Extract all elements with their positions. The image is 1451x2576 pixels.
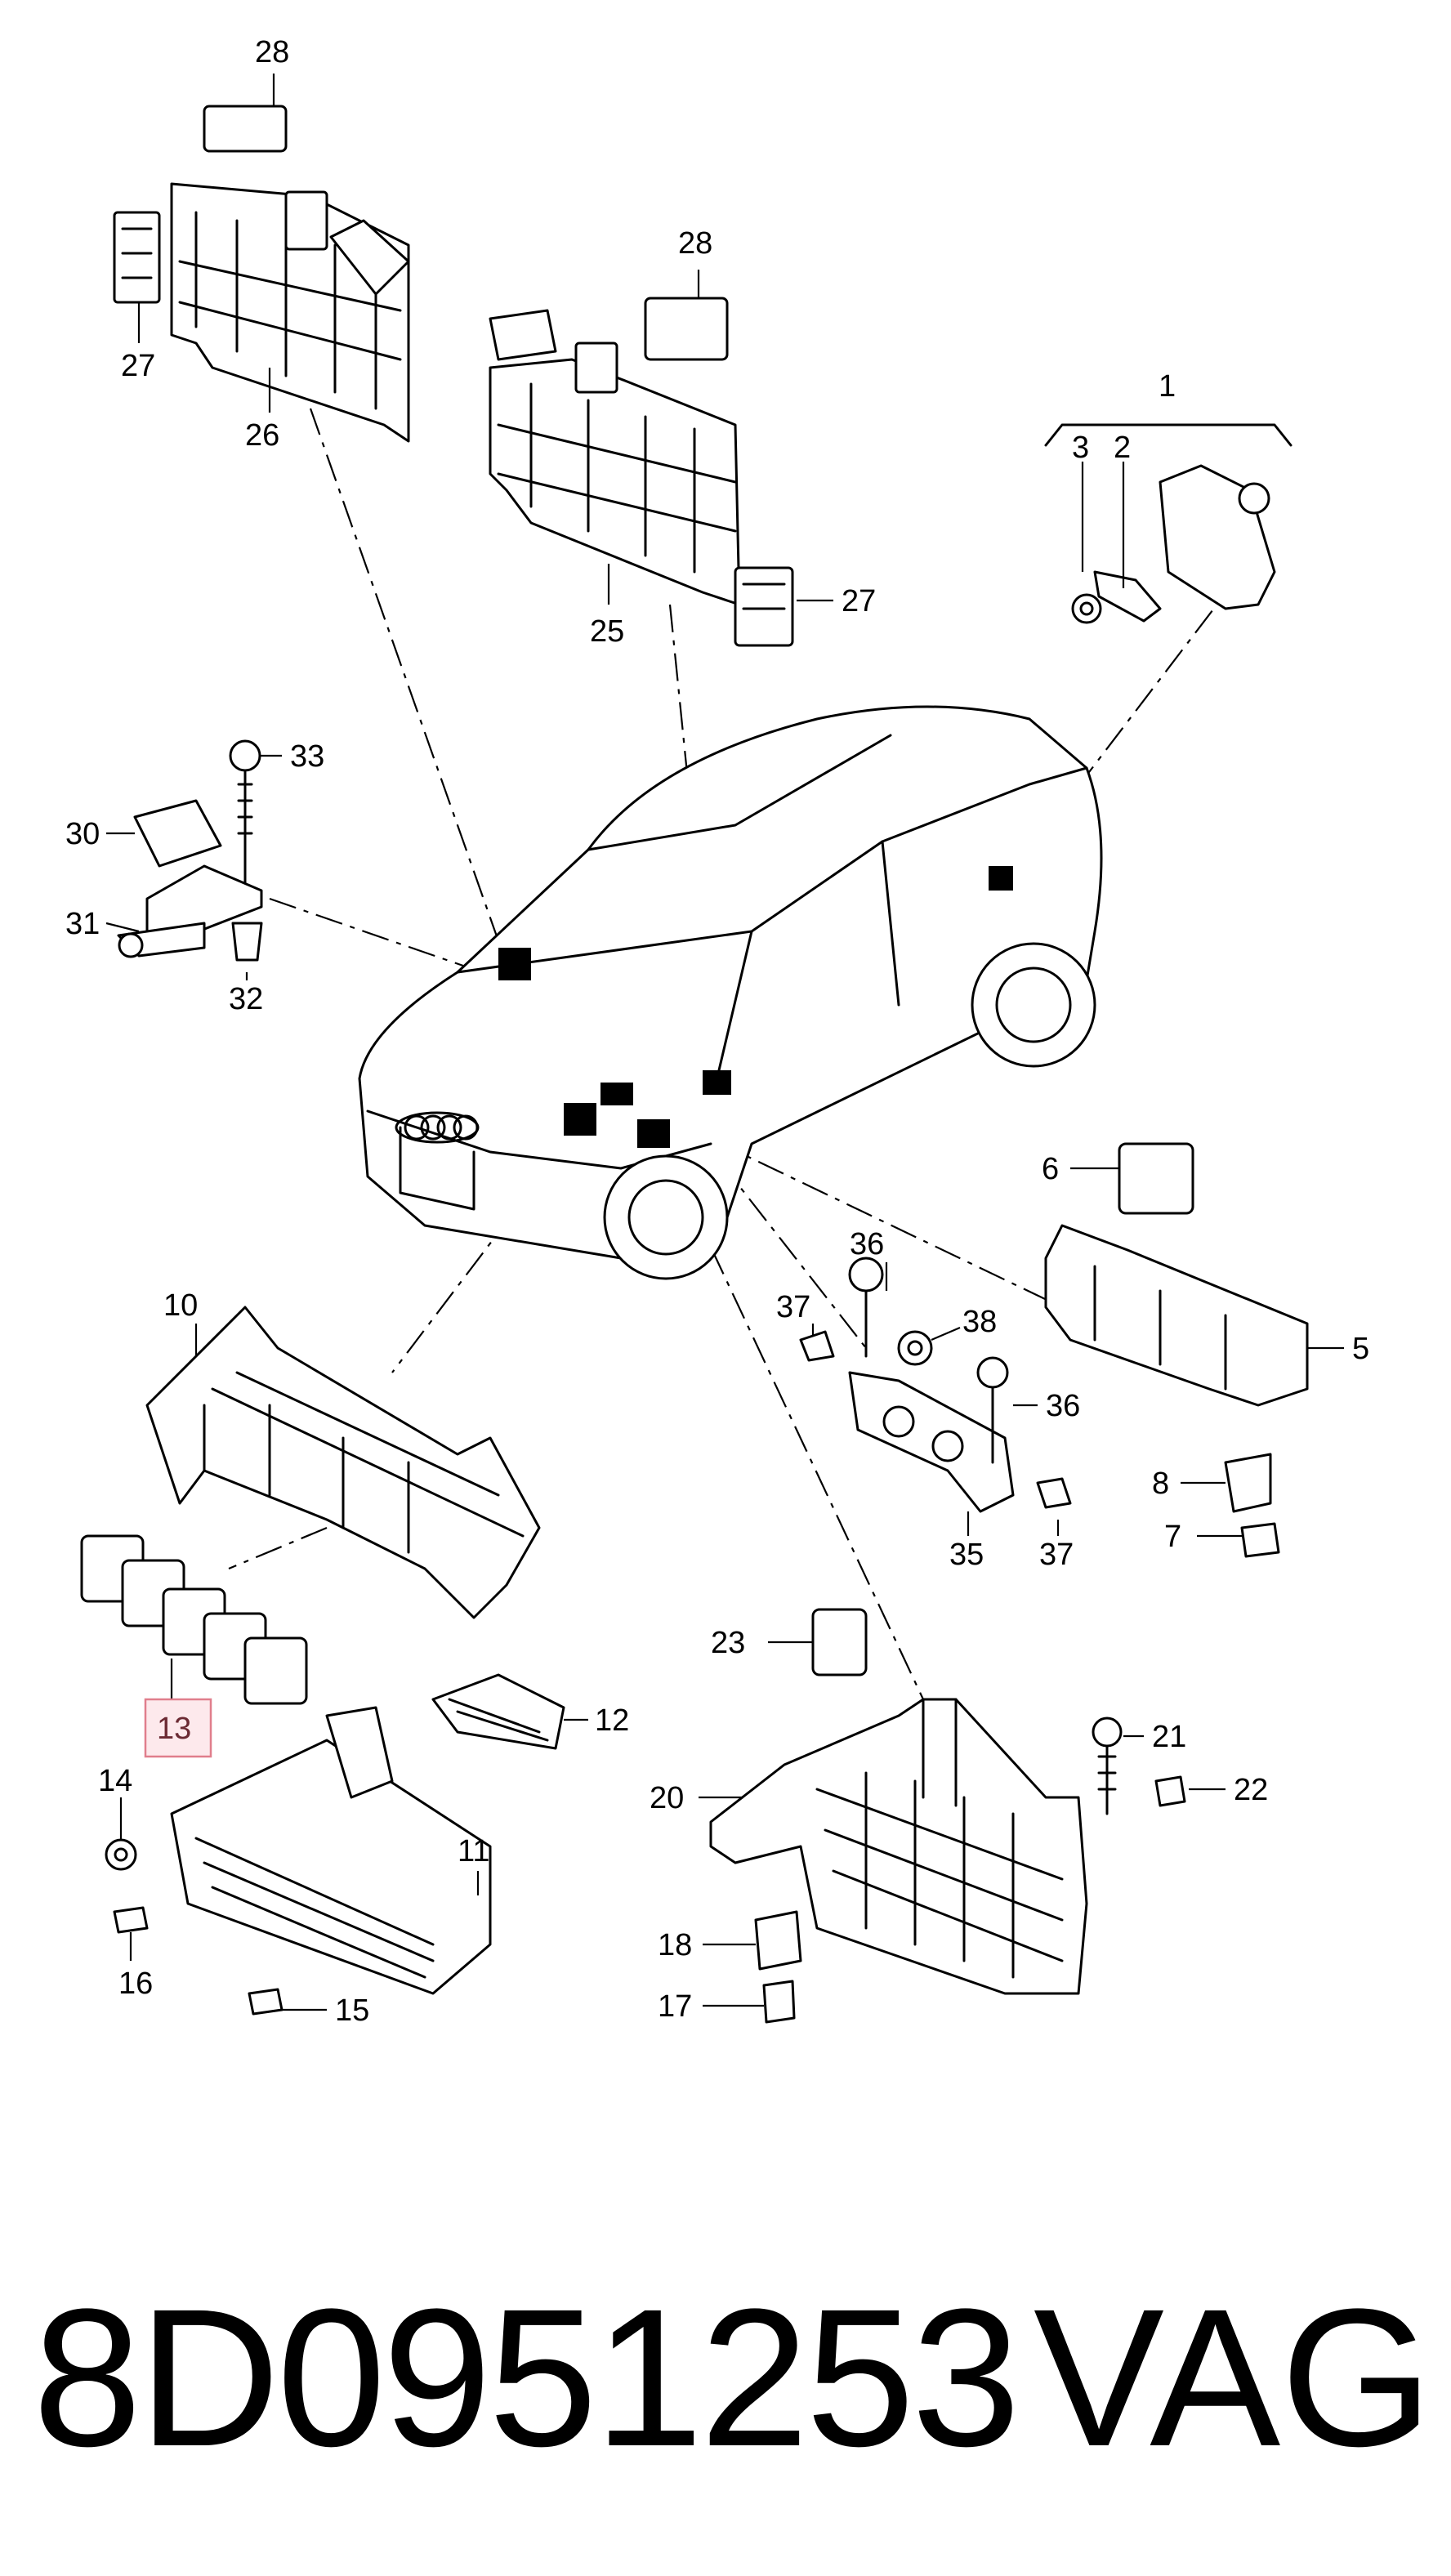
callout-28a: 28: [255, 35, 289, 69]
bracket-assembly-1: [1044, 423, 1293, 624]
callout-28b: 28: [678, 226, 712, 261]
callout-6: 6: [1042, 1152, 1059, 1186]
callout-31: 31: [65, 907, 100, 941]
bracket-35: [799, 1257, 1072, 1513]
callout-8: 8: [1152, 1467, 1169, 1501]
callout-12: 12: [595, 1703, 629, 1738]
leader-lines: [105, 74, 1344, 2011]
relay-bracket-30: [117, 739, 263, 962]
callout-10: 10: [163, 1288, 198, 1323]
brand-label: VAG: [1033, 2268, 1433, 2487]
fuse-box-base-20: [709, 1608, 1186, 2024]
callout-labels: 28 27 26 28 27 25 1 3 2 33 30 31 32 6 5 …: [65, 35, 1369, 2028]
callout-27a: 27: [121, 349, 155, 383]
relay-carrier-10: [80, 1306, 541, 1705]
callout-18: 18: [658, 1928, 692, 1962]
callout-27b: 27: [842, 584, 876, 618]
callout-3: 3: [1072, 431, 1089, 465]
callout-37b: 37: [1039, 1538, 1074, 1572]
callout-21: 21: [1152, 1720, 1186, 1754]
callout-1: 1: [1159, 369, 1176, 404]
callout-2: 2: [1114, 431, 1131, 465]
parts-exploded-diagram: 28 27 26 28 27 25 1 3 2 33 30 31 32 6 5 …: [65, 35, 1369, 2028]
callout-15: 15: [335, 1993, 369, 2028]
relay-carrier-26: [113, 105, 410, 443]
callout-11: 11: [458, 1834, 489, 1868]
highlighted-callout-13: 13: [144, 1698, 212, 1758]
callout-22: 22: [1234, 1773, 1268, 1807]
callout-36b: 36: [1046, 1389, 1080, 1423]
callout-17: 17: [658, 1989, 692, 2024]
callout-30: 30: [65, 817, 100, 851]
part-number: 8D0951253: [33, 2268, 1020, 2487]
callout-36a: 36: [850, 1227, 884, 1261]
relay-carrier-5: [1044, 1142, 1309, 1558]
callout-37a: 37: [776, 1290, 810, 1324]
callout-20: 20: [650, 1781, 684, 1815]
callout-16: 16: [118, 1967, 153, 2001]
callout-25: 25: [590, 614, 624, 649]
callout-33: 33: [290, 739, 324, 774]
vehicle-outline: [358, 705, 1103, 1280]
callout-35: 35: [949, 1538, 984, 1572]
callout-5: 5: [1352, 1332, 1369, 1366]
callout-23: 23: [711, 1626, 745, 1660]
callout-13: 13: [157, 1712, 191, 1746]
relay-carrier-25: [489, 297, 794, 647]
callout-7: 7: [1164, 1520, 1181, 1554]
callout-26: 26: [245, 418, 279, 453]
callout-14: 14: [98, 1764, 132, 1798]
fuse-holder-11: [105, 1673, 565, 2016]
callout-38: 38: [962, 1305, 997, 1339]
callout-32: 32: [229, 982, 263, 1016]
